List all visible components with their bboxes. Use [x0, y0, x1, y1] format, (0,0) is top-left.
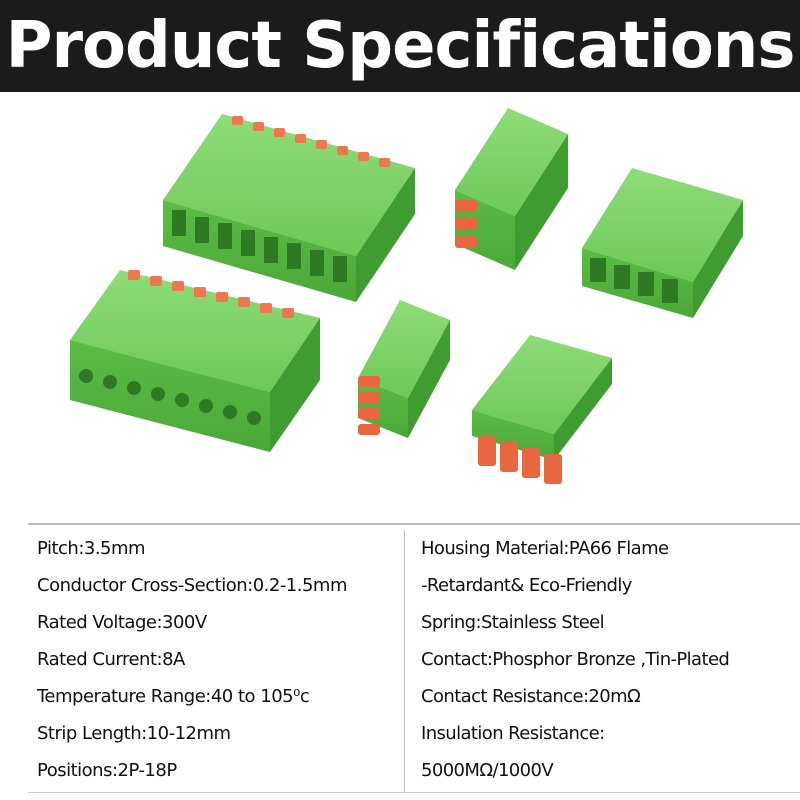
- product-photo: [70, 108, 743, 484]
- connector-8-pin-plug: [70, 270, 320, 452]
- spec-divider-middle: [404, 530, 405, 792]
- connector-4-pin-header: [582, 168, 743, 318]
- spec-divider-top: [28, 523, 800, 525]
- connector-4-pin-plug-right: [472, 335, 612, 484]
- connector-8-pin-header: [163, 114, 415, 302]
- connector-3-pin-plug: [455, 108, 568, 270]
- spec-list-right: Housing Material:PA66 Flame -Retardant& …: [421, 530, 800, 789]
- page-title: Product Specifications: [5, 9, 796, 83]
- spec-divider-bottom: [28, 792, 800, 793]
- spec-contact: Contact:Phosphor Bronze ,Tin-Plated: [421, 649, 730, 670]
- spec-rated-voltage: Rated Voltage:300V: [37, 612, 207, 633]
- spec-insulation-resistance-value: 5000MΩ/1000V: [421, 760, 554, 781]
- spec-strip-length: Strip Length:10-12mm: [37, 723, 231, 744]
- spec-conductor-cross-section: Conductor Cross-Section:0.2-1.5mm: [37, 575, 348, 596]
- spec-list-left: Pitch:3.5mm Conductor Cross-Section:0.2-…: [37, 530, 399, 789]
- spec-insulation-resistance: Insulation Resistance:: [421, 723, 605, 744]
- title-banner: Product Specifications: [0, 0, 800, 92]
- spec-housing-material: Housing Material:PA66 Flame: [421, 538, 669, 559]
- connector-4-pin-plug-center: [358, 300, 450, 438]
- spec-spring: Spring:Stainless Steel: [421, 612, 605, 633]
- spec-contact-resistance: Contact Resistance:20mΩ: [421, 686, 641, 707]
- spec-rated-current: Rated Current:8A: [37, 649, 185, 670]
- spec-housing-material-cont: -Retardant& Eco-Friendly: [421, 575, 632, 596]
- spec-temperature-range: Temperature Range:40 to 105⁰c: [37, 686, 310, 707]
- spec-pitch: Pitch:3.5mm: [37, 538, 146, 559]
- spec-positions: Positions:2P-18P: [37, 760, 177, 781]
